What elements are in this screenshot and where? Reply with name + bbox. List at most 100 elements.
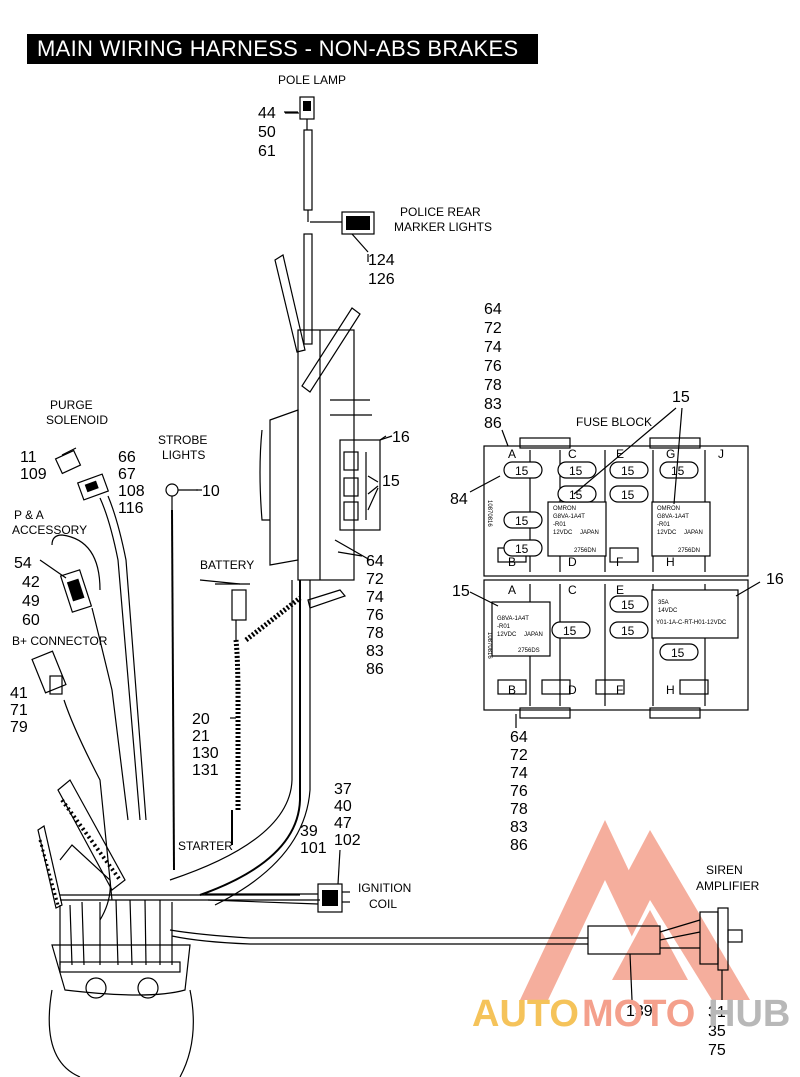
callout-siren-2: 75 <box>708 1042 726 1059</box>
callout-pole_lamp-2: 61 <box>258 143 276 160</box>
callout-ref_66-3: 116 <box>118 500 144 517</box>
svg-text:AUTO: AUTO <box>472 993 579 1035</box>
harness-trunk <box>169 580 311 906</box>
callout-battery_cable-1: 21 <box>192 728 210 745</box>
fuse-block-letter-15: H <box>666 683 675 697</box>
marker-lights-label: MARKER LIGHTS <box>394 220 492 234</box>
callout-harness_right-1: 72 <box>366 571 384 588</box>
lights-label: LIGHTS <box>162 448 205 462</box>
callout-bplus-1: 71 <box>10 702 28 719</box>
callout-ref_66-0: 66 <box>118 449 136 466</box>
fuse-label-11: 15 <box>671 646 685 660</box>
callout-ignition_top-0: 37 <box>334 781 352 798</box>
callout-15-top: 15 <box>672 389 690 406</box>
relay-voltage: 12VDC <box>657 530 677 536</box>
callout-harness_right-3: 76 <box>366 607 384 624</box>
starter-label: STARTER <box>178 839 233 853</box>
relay-part-number: Y01-1A-C-RT-H01-12VDC <box>656 620 727 626</box>
callout-harness_right-6: 86 <box>366 661 384 678</box>
fuse-block-letter-13: E <box>616 583 624 597</box>
callout-battery_cable-0: 20 <box>192 711 210 728</box>
fuse-3 <box>659 461 699 479</box>
coil-label: COIL <box>369 897 397 911</box>
relay-model-suffix: -R01 <box>497 624 511 630</box>
fuse-block-side-code: 10870816 <box>486 632 492 659</box>
relay-model: G8VA-1A4T <box>497 616 529 622</box>
fuse-block-letter-8: J <box>718 447 724 461</box>
callout-ref_66-1: 67 <box>118 466 136 483</box>
fuse-label-9: 15 <box>563 624 577 638</box>
pole-lamp-connector <box>285 96 315 222</box>
fuse-10 <box>609 621 649 639</box>
marker-lights-connector <box>303 211 375 345</box>
callout-harness_right-5: 83 <box>366 643 384 660</box>
fuse-label-6: 15 <box>515 514 529 528</box>
lower-left-assembly <box>37 779 320 1077</box>
relay-code: 2756DS <box>518 648 540 654</box>
fuse-block-label: FUSE BLOCK <box>576 415 652 429</box>
callout-numbers: 4450611241266472747678838664727476788386… <box>10 105 784 1059</box>
callout-pole_lamp-1: 50 <box>258 124 276 141</box>
fuse-block-letter-0: A <box>508 447 516 461</box>
callout-bplus-0: 41 <box>10 685 28 702</box>
callout-pole_lamp-0: 44 <box>258 105 276 122</box>
police-rear-label: POLICE REAR <box>400 205 481 219</box>
callout-marker-0: 124 <box>368 252 395 269</box>
relay-code: 2756DN <box>574 548 596 554</box>
relay-model: G8VA-1A4T <box>657 514 689 520</box>
fuse-label-10: 15 <box>621 624 635 638</box>
fuse-0 <box>503 461 543 479</box>
fuse-block-letter-12: D <box>568 683 577 697</box>
relay-model-suffix: -R01 <box>657 522 671 528</box>
bplus-label: B+ CONNECTOR <box>12 634 108 648</box>
callout-ignition_left-0: 39 <box>300 823 318 840</box>
fuse-label-4: 15 <box>569 488 583 502</box>
callout-fuse_top-5: 83 <box>484 396 502 413</box>
callout-ref_66-2: 108 <box>118 483 145 500</box>
callout-bplus-2: 79 <box>10 719 28 736</box>
fuse-7 <box>503 539 543 557</box>
diagram-title: MAIN WIRING HARNESS - NON-ABS BRAKES <box>27 34 538 64</box>
battery-cable <box>215 583 302 845</box>
relay-origin: JAPAN <box>684 530 703 536</box>
relay-brand: OMRON <box>553 506 576 512</box>
relay-brand: OMRON <box>657 506 680 512</box>
ignition-coil-connector <box>205 883 350 913</box>
fuse-5 <box>609 485 649 503</box>
callout-fuse_bottom-5: 83 <box>510 819 528 836</box>
watermark-logo <box>520 820 750 1000</box>
callout-pa-0: 54 <box>14 555 32 572</box>
fuse-block-letter-14: F <box>616 683 623 697</box>
pa-label: P & A <box>14 508 44 522</box>
connector-66 <box>76 473 147 821</box>
callout-pa-2: 49 <box>22 593 40 610</box>
callout-battery_cable-3: 131 <box>192 762 219 779</box>
leader-lines <box>39 111 761 885</box>
callout-harness_right-2: 74 <box>366 589 384 606</box>
callout-harness_right-4: 78 <box>366 625 384 642</box>
callout-siren-0: 31 <box>708 1004 726 1021</box>
fuse-block-letter-5: F <box>616 555 623 569</box>
callout-purge-1: 109 <box>20 466 47 483</box>
callout-marker-1: 126 <box>368 271 395 288</box>
main-harness-body <box>259 254 393 609</box>
fuse-label-7: 15 <box>515 542 529 556</box>
callout-fuse_top-4: 78 <box>484 377 502 394</box>
fuse-block-letter-1: B <box>508 555 516 569</box>
fuse-9 <box>551 621 591 639</box>
siren-label: SIREN <box>706 863 743 877</box>
callout-fuse_bottom-2: 74 <box>510 765 528 782</box>
callout-siren-1: 35 <box>708 1023 726 1040</box>
callout-fuse_bottom-6: 86 <box>510 837 528 854</box>
callout-fuse_bottom-3: 76 <box>510 783 528 800</box>
battery-label: BATTERY <box>200 558 254 572</box>
fuse-block-letter-11: C <box>568 583 577 597</box>
fuse-2 <box>609 461 649 479</box>
fuse-6 <box>503 511 543 529</box>
pole-lamp-label: POLE LAMP <box>278 73 346 87</box>
accessory-label: ACCESSORY <box>12 523 87 537</box>
fuse-4 <box>557 485 597 503</box>
